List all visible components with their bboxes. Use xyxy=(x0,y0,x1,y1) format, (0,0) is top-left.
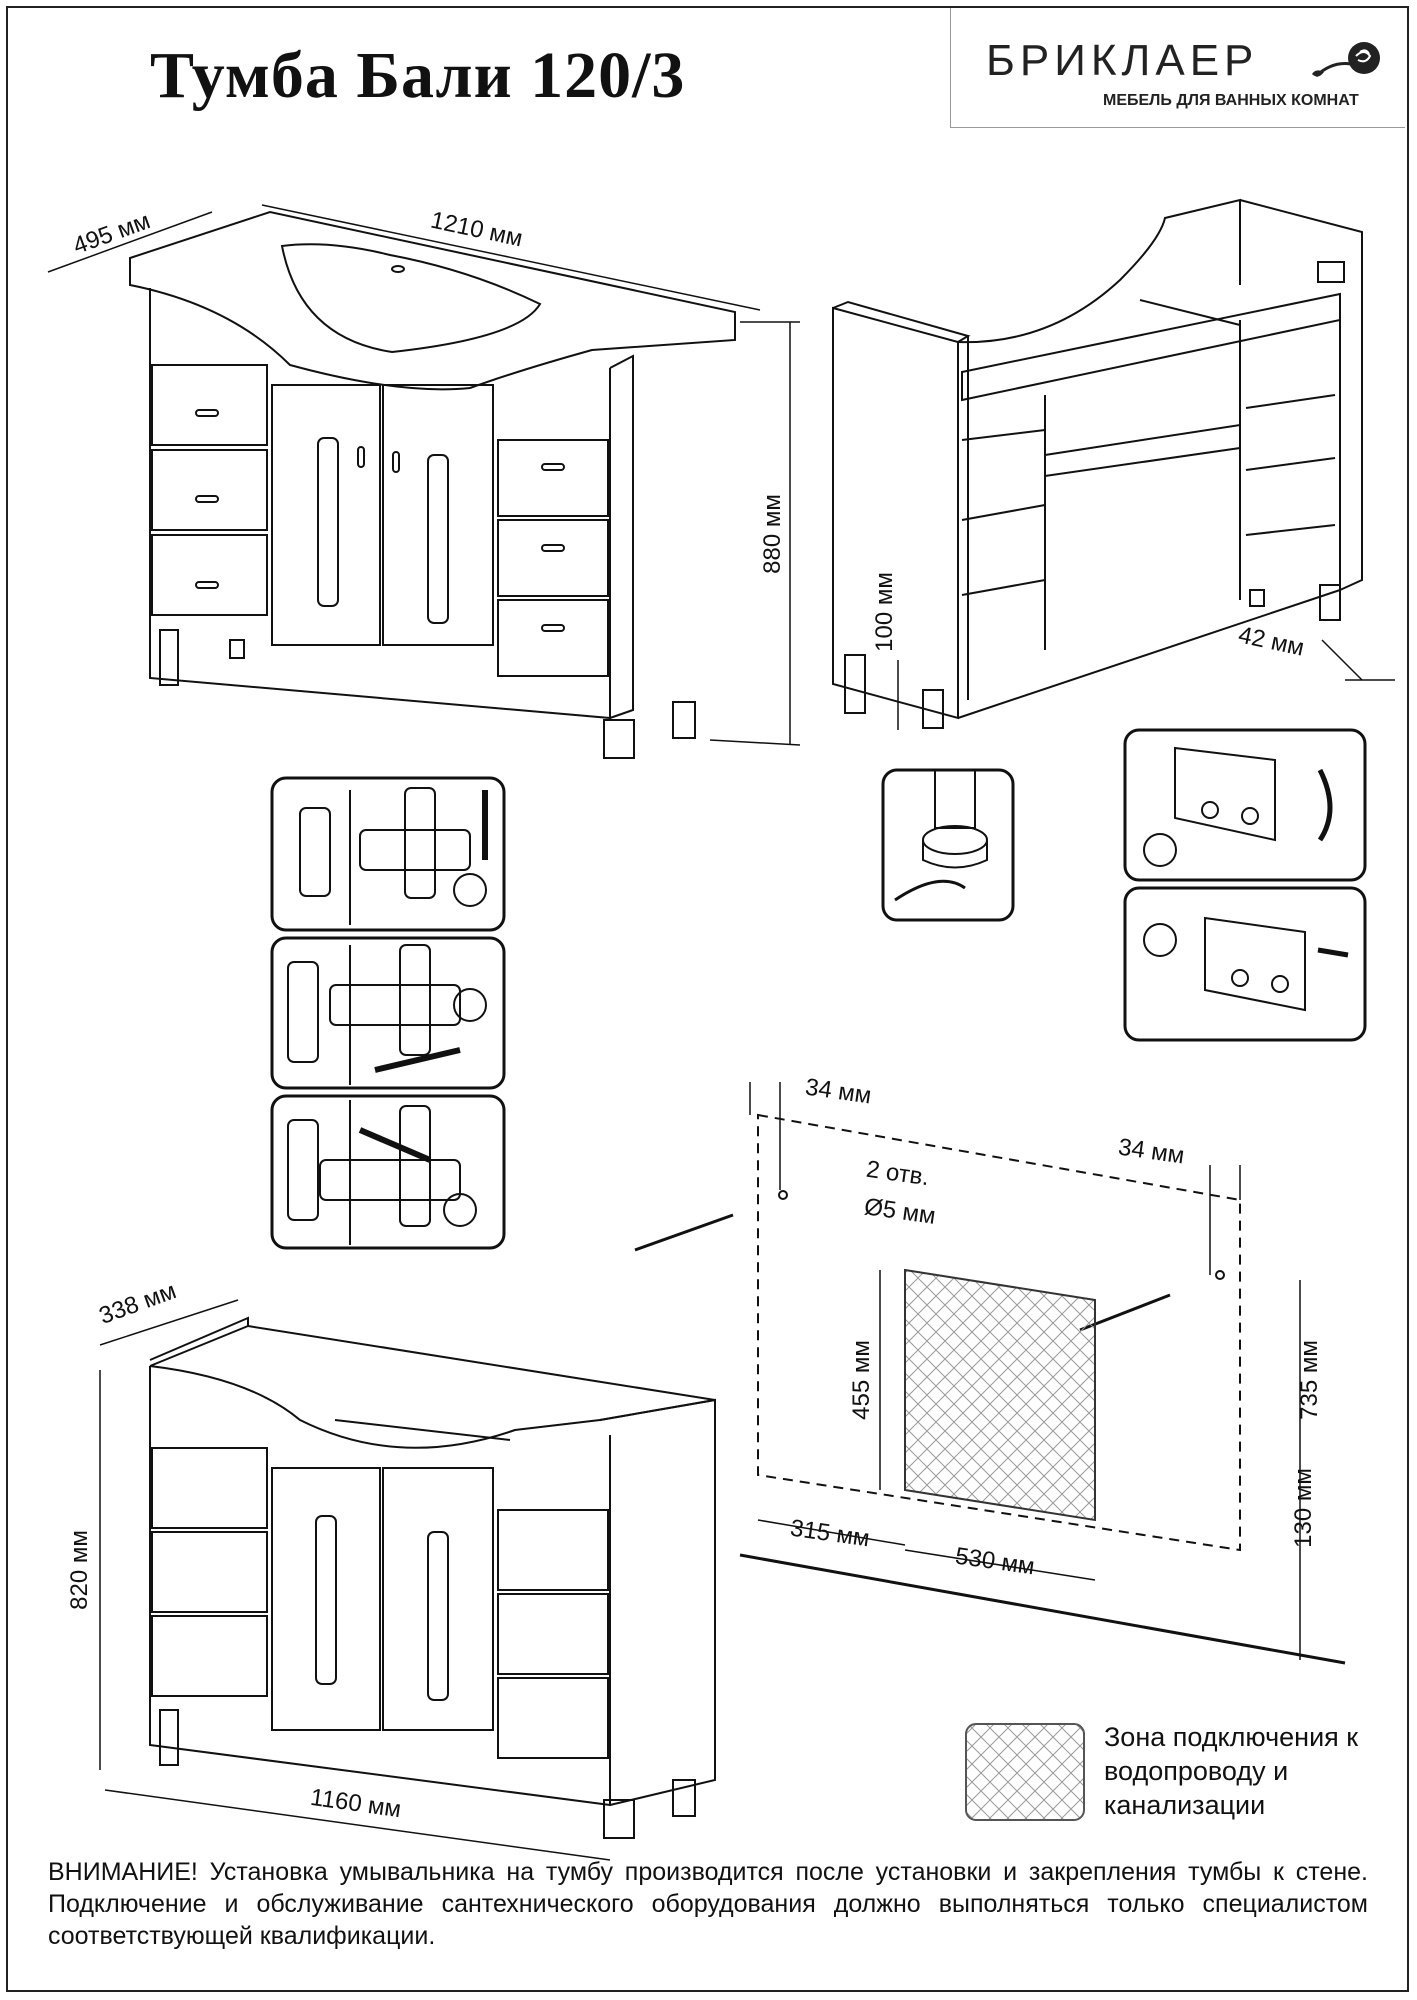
dimension-lines xyxy=(47,204,801,746)
hinge-adjust-vertical xyxy=(270,776,506,932)
page-title: Тумба Бали 120/3 xyxy=(150,39,686,112)
hinge-adjust-horizontal xyxy=(270,936,506,1090)
drawer-bracket-horizontal xyxy=(1123,886,1367,1042)
cabinet-base-view xyxy=(149,1316,716,1839)
vanity-front-view xyxy=(129,210,736,759)
dim-height-cabinet: 820 мм xyxy=(65,1530,93,1610)
page-frame xyxy=(6,6,1409,1992)
dimension-lines-open xyxy=(897,639,1395,730)
rose-icon xyxy=(1312,42,1380,78)
warning-text: ВНИМАНИЕ! Установка умывальника на тумбу… xyxy=(48,1858,1368,1950)
dim-zone-height: 455 мм xyxy=(847,1340,875,1420)
dimension-lines-base xyxy=(99,1299,611,1861)
dim-holes-height: 735 мм xyxy=(1295,1340,1323,1420)
cabinet-open-view xyxy=(832,198,1363,729)
leg-adjust-detail xyxy=(881,768,1015,922)
dim-zone-bottom: 130 мм xyxy=(1289,1468,1317,1548)
hinge-adjust-depth xyxy=(270,1094,506,1250)
dim-leg-height: 100 мм xyxy=(870,572,898,652)
dim-height-total: 880 мм xyxy=(758,494,786,574)
brand-logo: БРИКЛАЕР МЕБЕЛЬ ДЛЯ ВАННЫХ КОМНАТ xyxy=(950,8,1405,128)
brand-tagline: МЕБЕЛЬ ДЛЯ ВАННЫХ КОМНАТ xyxy=(1103,92,1359,109)
brand-name: БРИКЛАЕР xyxy=(986,36,1259,85)
wall-mount-scheme xyxy=(634,1082,1346,1665)
legend-label: Зона подключения к водопроводу и канализ… xyxy=(1104,1722,1359,1820)
drawer-bracket-vertical xyxy=(1123,728,1367,882)
legend-swatch xyxy=(965,1723,1085,1821)
connection-zone xyxy=(904,1268,1096,1522)
